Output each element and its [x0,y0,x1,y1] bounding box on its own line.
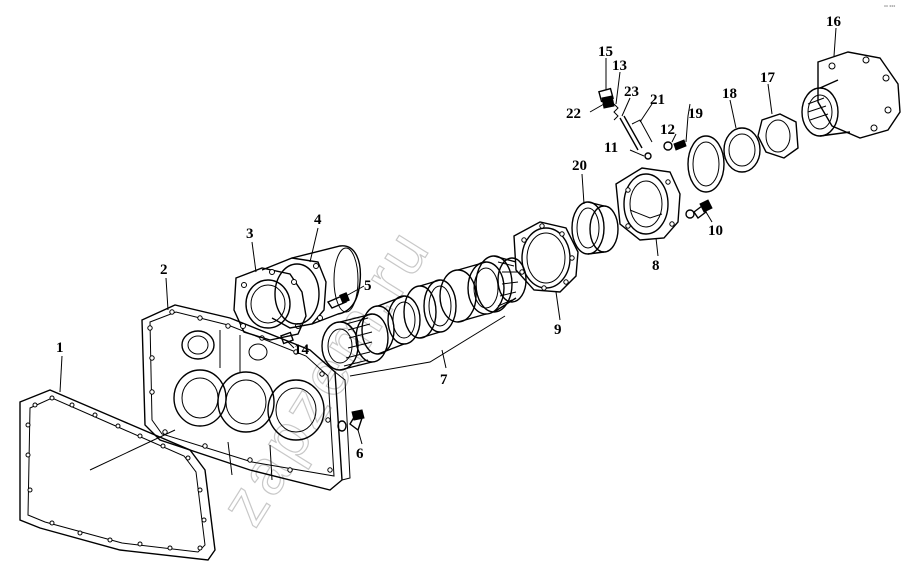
part-8-carrier [615,167,681,257]
part-5-bolt [326,285,365,309]
part-12-screw [663,133,687,151]
callout-4: 4 [314,212,322,228]
callout-18: 18 [722,86,737,102]
part-16-drive-flange [801,27,901,139]
tapered-roller-bearing-right [475,255,527,313]
tapered-roller-bearing-left [321,313,389,371]
part-18-ring [723,99,761,173]
part-11-ball [629,149,652,160]
callout-23: 23 [624,84,639,100]
part-20-ring [571,173,619,255]
corner-note: °° °°° [884,5,895,11]
callout-20: 20 [572,158,587,174]
part-7-bearing-assembly [321,255,527,377]
callout-19: 19 [688,106,703,122]
callout-11: 11 [604,140,618,156]
callout-1: 1 [56,340,64,356]
callout-21: 21 [650,92,665,108]
callout-9: 9 [554,322,562,338]
part-3-flange-gasket [233,267,307,341]
housing-bolt-holes [147,309,333,473]
spacer-ring [403,279,457,339]
callout-2: 2 [160,262,168,278]
callout-7: 7 [440,372,448,388]
part-22-seal [589,103,605,113]
part-19-seal [685,103,725,193]
part-17-nut [757,83,799,159]
bearing-cup-1 [361,295,421,355]
part-9-flange-ring [513,221,579,321]
callout-5: 5 [364,278,372,294]
part-13-spring [613,71,621,121]
callout-13: 13 [612,58,627,74]
part-1-gasket [19,389,216,561]
gasket-bolt-holes [25,395,207,551]
callout-12: 12 [660,122,675,138]
part-15-cap [598,58,615,109]
callout-6: 6 [356,446,364,462]
callout-15: 15 [598,44,613,60]
callout-17: 17 [760,70,776,86]
part-14-pin [280,331,295,349]
callout-16: 16 [826,14,842,30]
part-2-housing [141,304,351,491]
housing-ribs [219,330,273,481]
callout-labels: 1 2 3 4 5 6 7 8 9 10 11 12 13 14 15 16 1… [56,14,842,462]
bearing-cup-2 [439,261,505,323]
callout-3: 3 [246,226,254,242]
part-10-bolt [685,199,713,223]
part-4-sleeve [261,227,362,329]
part-6-bolt [337,409,365,445]
callout-10: 10 [708,223,723,239]
part-23-plunger [619,97,643,151]
callout-8: 8 [652,258,660,274]
housing-bores [173,330,325,441]
callout-22: 22 [566,106,581,122]
part-21-pin [631,103,653,143]
callout-14: 14 [294,342,310,358]
